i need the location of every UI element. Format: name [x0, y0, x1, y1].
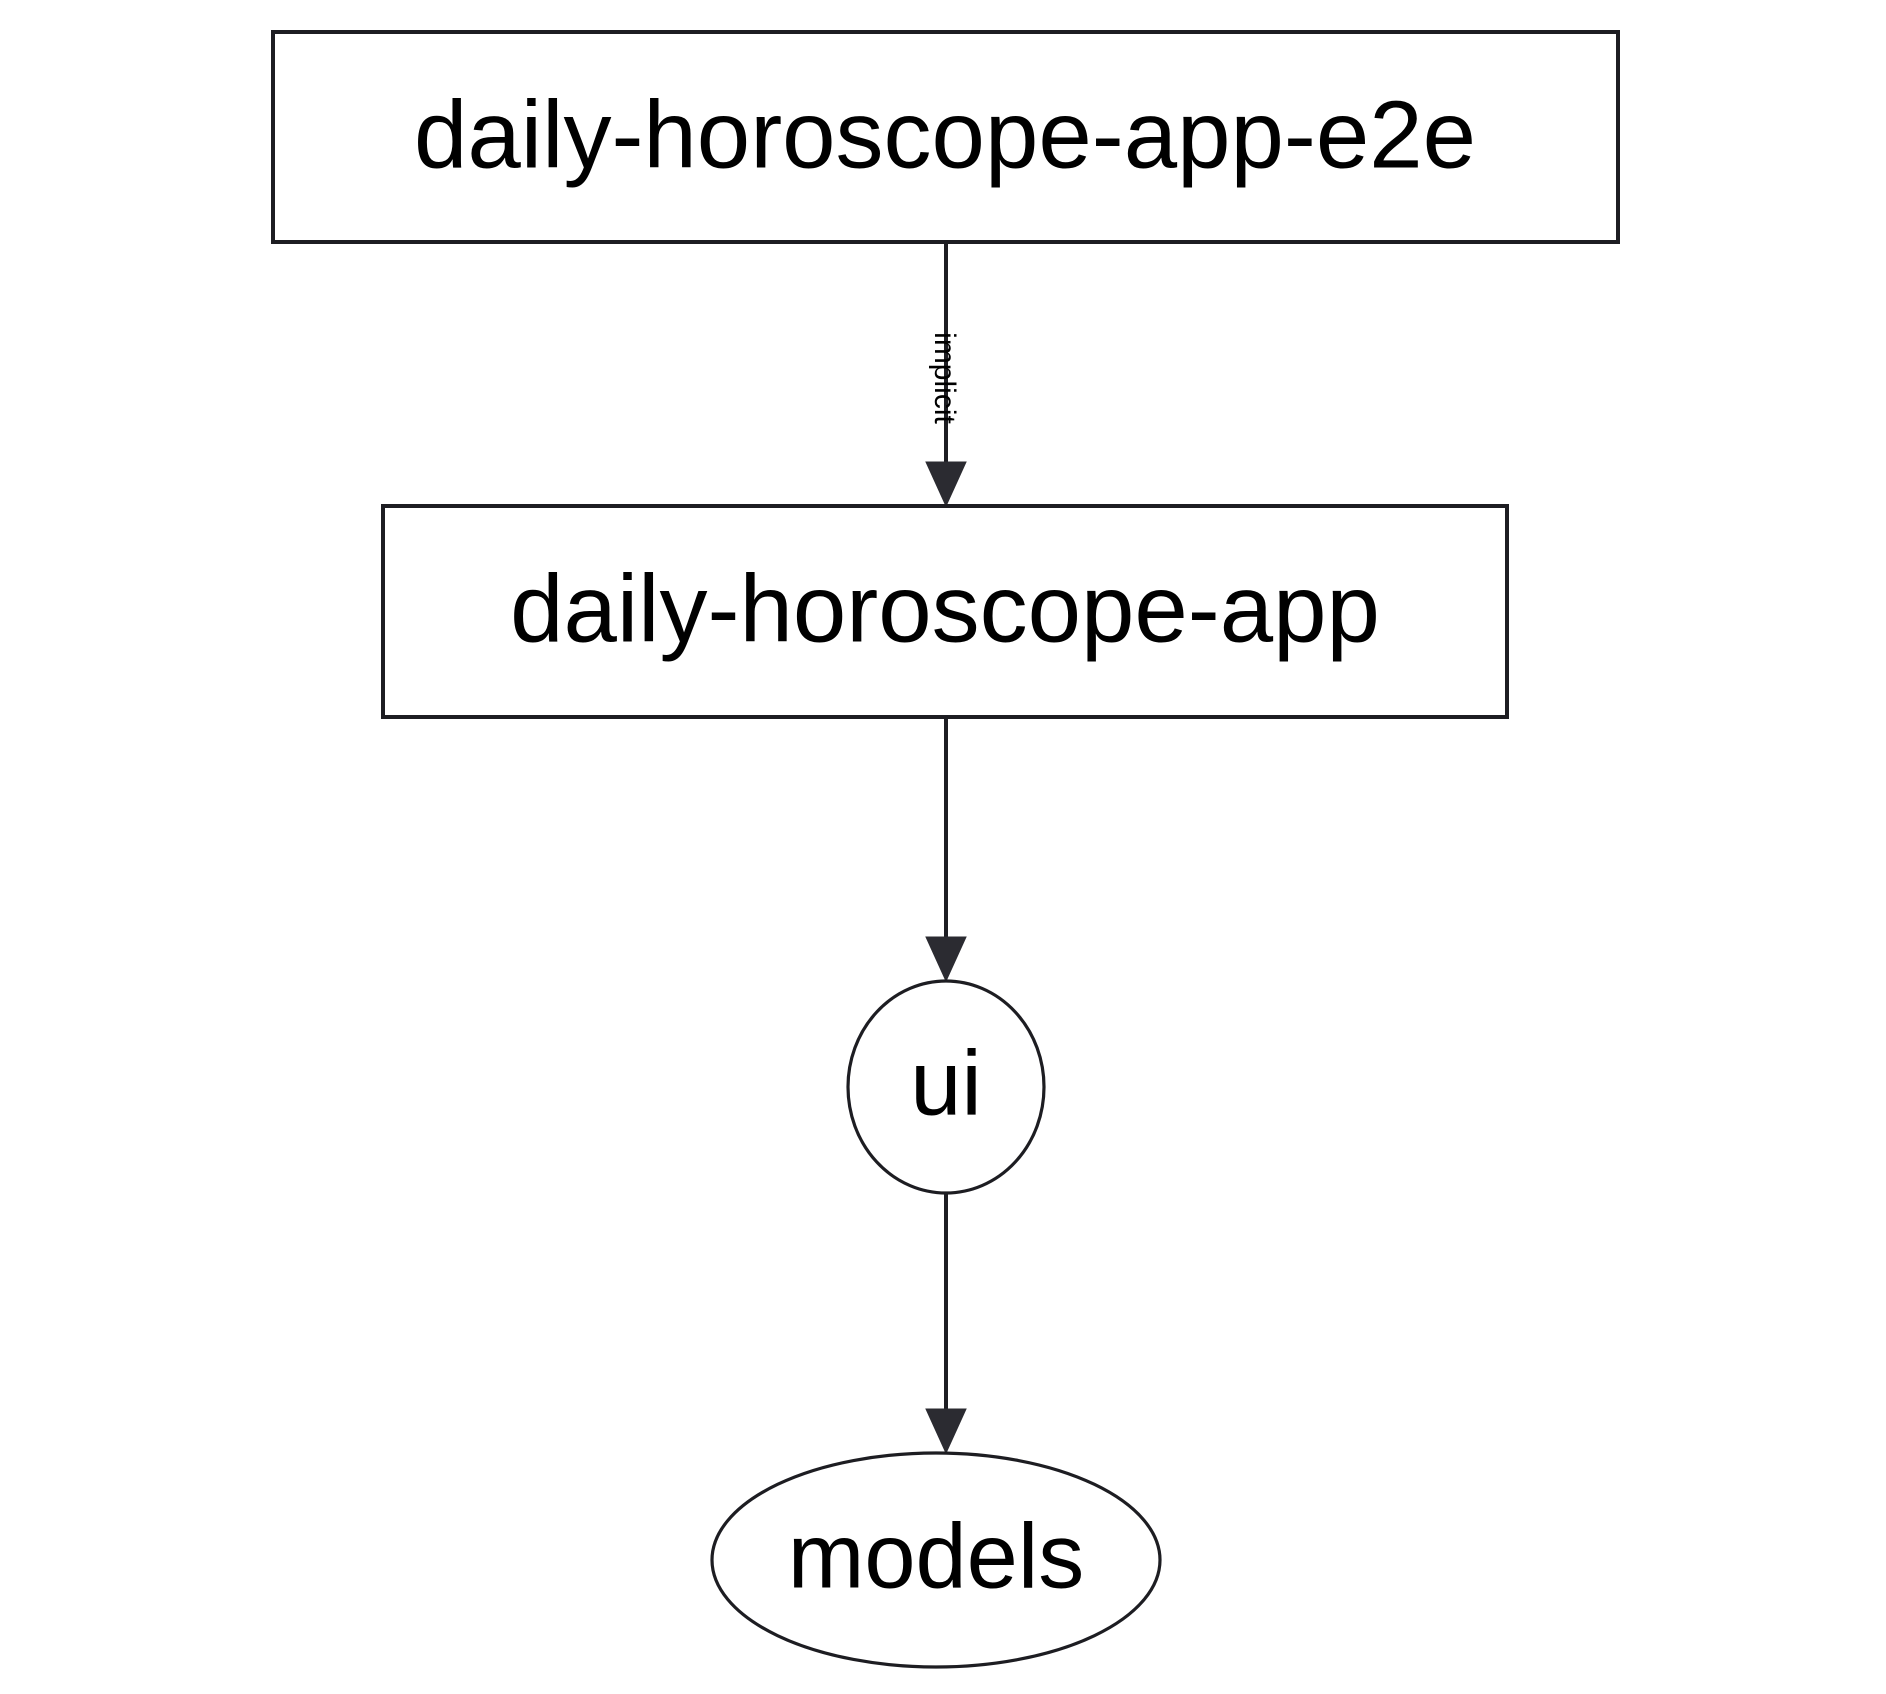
edge-label-implicit: implicit — [928, 332, 961, 424]
node-rect-daily-horoscope-app[interactable] — [381, 504, 1509, 719]
arrowhead-ui-to-models — [925, 1408, 967, 1455]
node-label-daily-horoscope-app-e2e: daily-horoscope-app-e2e — [414, 81, 1476, 188]
node-daily-horoscope-app-e2e[interactable]: daily-horoscope-app-e2e — [271, 30, 1620, 244]
node-models[interactable]: models — [710, 1451, 1162, 1669]
node-label-models: models — [788, 1505, 1085, 1607]
node-label-daily-horoscope-app: daily-horoscope-app — [510, 555, 1380, 662]
arrowhead-app-to-ui — [925, 936, 967, 983]
edge-app-to-ui[interactable] — [925, 717, 967, 983]
arrowhead-e2e-to-app — [925, 461, 967, 508]
node-daily-horoscope-app[interactable]: daily-horoscope-app — [381, 504, 1509, 719]
node-ellipse-models[interactable] — [710, 1451, 1162, 1669]
edge-ui-to-models[interactable] — [925, 1193, 967, 1455]
edge-e2e-to-app[interactable]: implicit — [925, 242, 967, 508]
node-label-ui: ui — [910, 1032, 982, 1134]
node-ui[interactable]: ui — [846, 979, 1046, 1195]
node-rect-daily-horoscope-app-e2e[interactable] — [271, 30, 1620, 244]
